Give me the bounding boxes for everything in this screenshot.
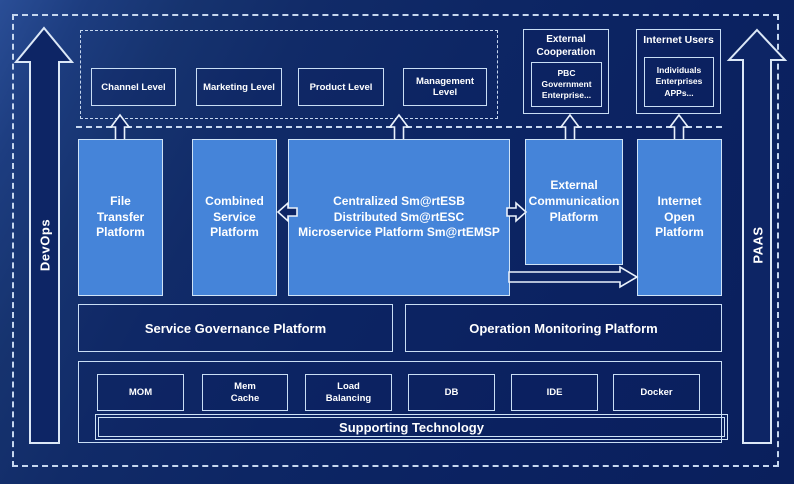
internet-users-box: Internet Users Individuals Enterprises A… bbox=[636, 29, 721, 114]
tech-box-ide: IDE bbox=[511, 374, 598, 411]
supporting-technology-label: Supporting Technology bbox=[339, 419, 484, 435]
paas-label: PAAS bbox=[750, 226, 766, 264]
platform-external-communication: External Communication Platform bbox=[525, 139, 623, 265]
level-box-channel: Channel Level bbox=[91, 68, 176, 106]
platform-esb-label: Centralized Sm@rtESB Distributed Sm@rtES… bbox=[298, 193, 500, 240]
external-cooperation-box: External Cooperation PBC Government Ente… bbox=[523, 29, 609, 114]
tech-box-docker: Docker bbox=[613, 374, 700, 411]
platform-combined-service-label: Combined Service Platform bbox=[205, 193, 264, 240]
level-box-management: Management Level bbox=[403, 68, 487, 106]
level-box-marketing-label: Marketing Level bbox=[203, 81, 275, 93]
level-box-marketing: Marketing Level bbox=[196, 68, 282, 106]
levels-group-box bbox=[80, 30, 498, 119]
level-box-product-label: Product Level bbox=[309, 81, 373, 93]
tech-box-mom-label: MOM bbox=[128, 386, 153, 398]
tech-box-mem-cache: Mem Cache bbox=[202, 374, 288, 411]
platform-internet-open-label: Internet Open Platform bbox=[655, 193, 704, 240]
internet-users-members-box: Individuals Enterprises APPs... bbox=[644, 57, 714, 107]
tech-box-docker-label: Docker bbox=[640, 386, 673, 398]
platform-external-communication-label: External Communication Platform bbox=[528, 178, 620, 224]
platform-combined-service: Combined Service Platform bbox=[192, 139, 277, 296]
tech-box-ide-label: IDE bbox=[546, 386, 563, 398]
internet-users-title: Internet Users bbox=[643, 34, 714, 46]
supporting-technology-bar: Supporting Technology bbox=[95, 414, 728, 440]
tech-box-load-balancing-label: Load Balancing bbox=[325, 380, 372, 404]
tech-box-mom: MOM bbox=[97, 374, 184, 411]
platform-file-transfer-label: File Transfer Platform bbox=[96, 193, 145, 240]
tech-box-mem-cache-label: Mem Cache bbox=[230, 380, 260, 404]
platform-file-transfer: File Transfer Platform bbox=[78, 139, 163, 296]
level-box-management-label: Management Level bbox=[415, 76, 475, 98]
service-governance-platform-box: Service Governance Platform bbox=[78, 304, 393, 352]
pbc-government-enterprise-box: PBC Government Enterprise... bbox=[531, 62, 602, 107]
tech-box-db: DB bbox=[408, 374, 495, 411]
level-box-channel-label: Channel Level bbox=[101, 81, 166, 93]
external-cooperation-title: External Cooperation bbox=[536, 34, 596, 58]
operation-monitoring-platform-box: Operation Monitoring Platform bbox=[405, 304, 722, 352]
tech-box-db-label: DB bbox=[444, 386, 459, 398]
level-box-product: Product Level bbox=[298, 68, 384, 106]
operation-monitoring-platform-label: Operation Monitoring Platform bbox=[469, 320, 658, 336]
tech-box-load-balancing: Load Balancing bbox=[305, 374, 392, 411]
devops-label: DevOps bbox=[37, 218, 53, 272]
platform-esb: Centralized Sm@rtESB Distributed Sm@rtES… bbox=[288, 139, 510, 296]
platform-internet-open: Internet Open Platform bbox=[637, 139, 722, 296]
layer-separator-dashed-line bbox=[76, 126, 722, 128]
service-governance-platform-label: Service Governance Platform bbox=[144, 320, 327, 336]
